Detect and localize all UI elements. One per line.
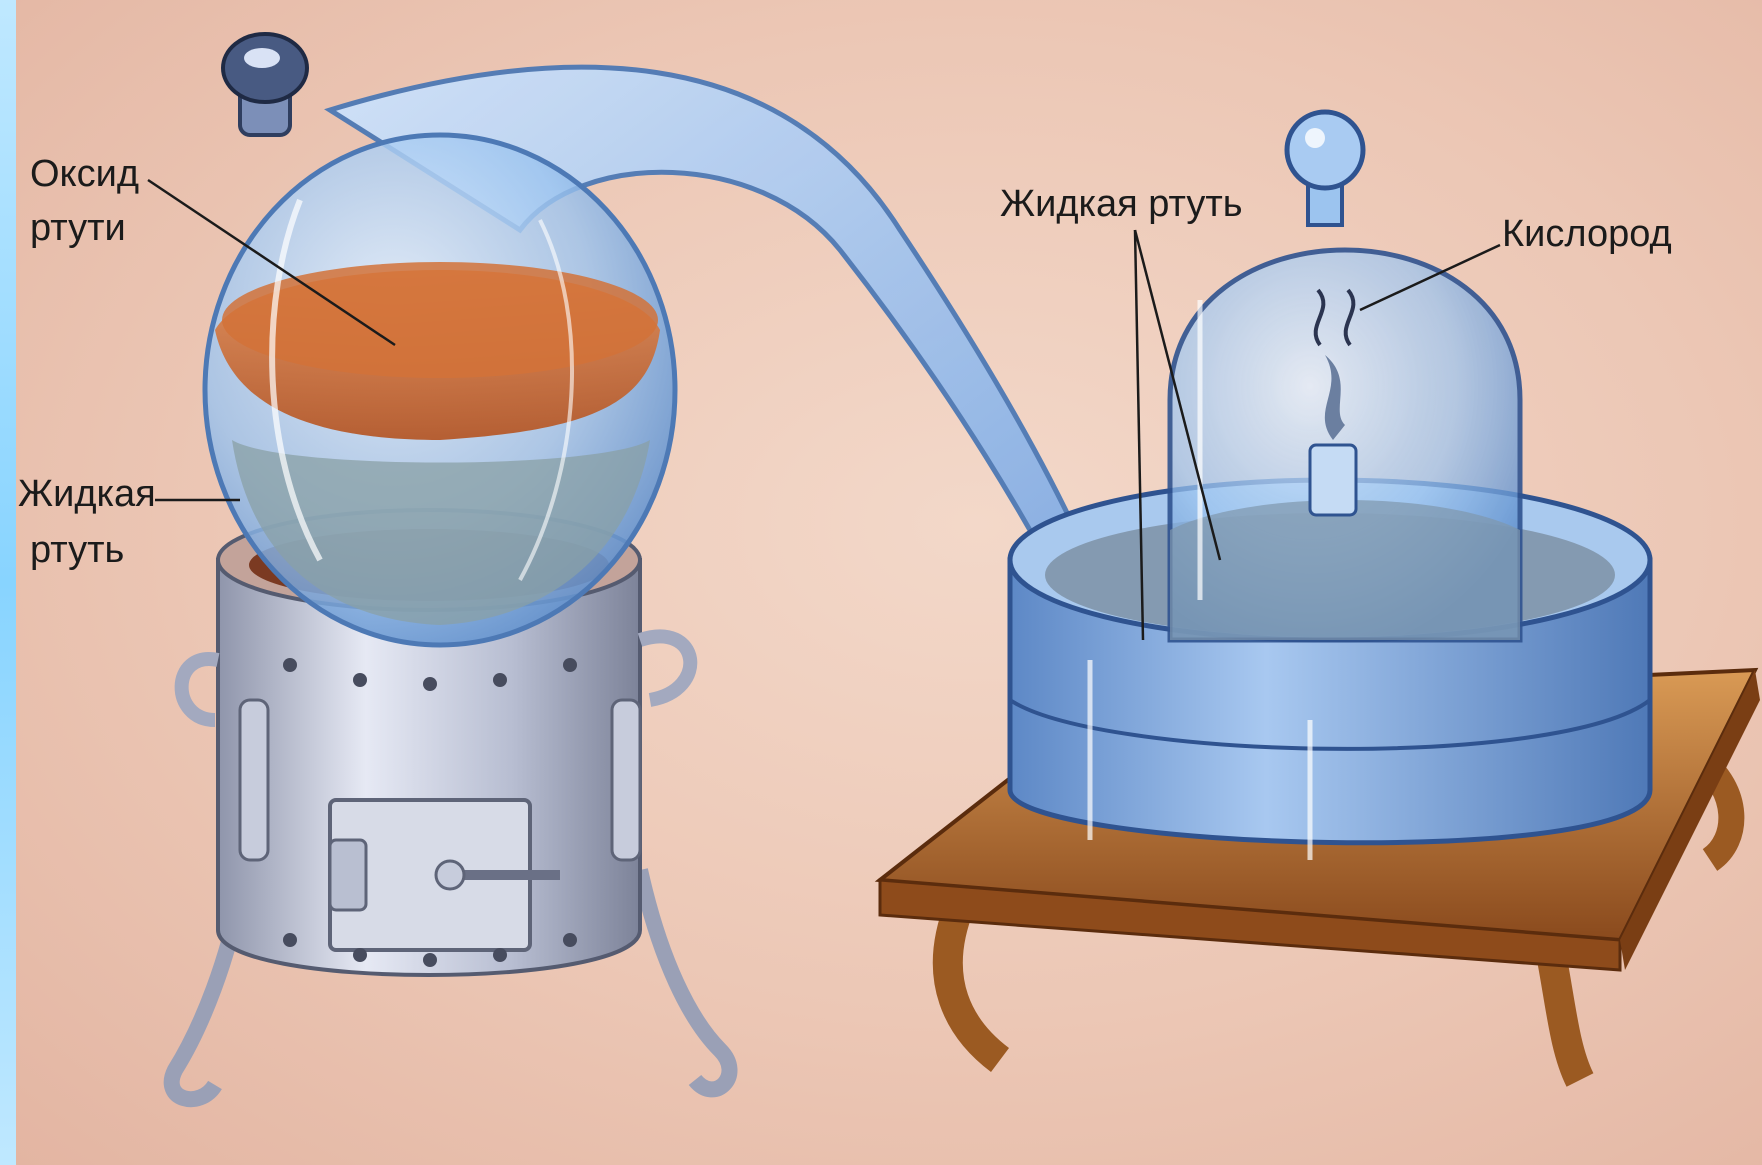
label-liquid-mercury-right: Жидкая ртуть <box>1000 182 1243 226</box>
furnace-door-hinge <box>330 840 366 910</box>
retort <box>205 34 1130 670</box>
bell-jar-mercury-level <box>1170 500 1520 640</box>
candle <box>1310 445 1356 515</box>
mercury-oxide-surface <box>222 262 658 378</box>
label-liquid-mercury-left-line1: Жидкая <box>18 472 156 516</box>
retort-stopper <box>223 34 307 102</box>
label-mercury-oxide-line1: Оксид <box>30 152 139 196</box>
furnace-door-knob <box>436 861 464 889</box>
furnace-hinge-right <box>612 700 640 860</box>
furnace-handle-left <box>182 659 218 720</box>
label-oxygen: Кислород <box>1502 212 1672 256</box>
label-liquid-mercury-left-line2: ртуть <box>30 528 124 572</box>
stand-leg-left <box>948 905 1000 1060</box>
label-mercury-oxide-line2: ртути <box>30 206 126 250</box>
furnace-hinge-left <box>240 700 268 860</box>
furnace-leg-right <box>640 870 730 1089</box>
bell-jar-neck <box>1308 185 1342 225</box>
bell-jar-knob <box>1287 112 1363 188</box>
furnace-handle-right <box>640 636 690 700</box>
